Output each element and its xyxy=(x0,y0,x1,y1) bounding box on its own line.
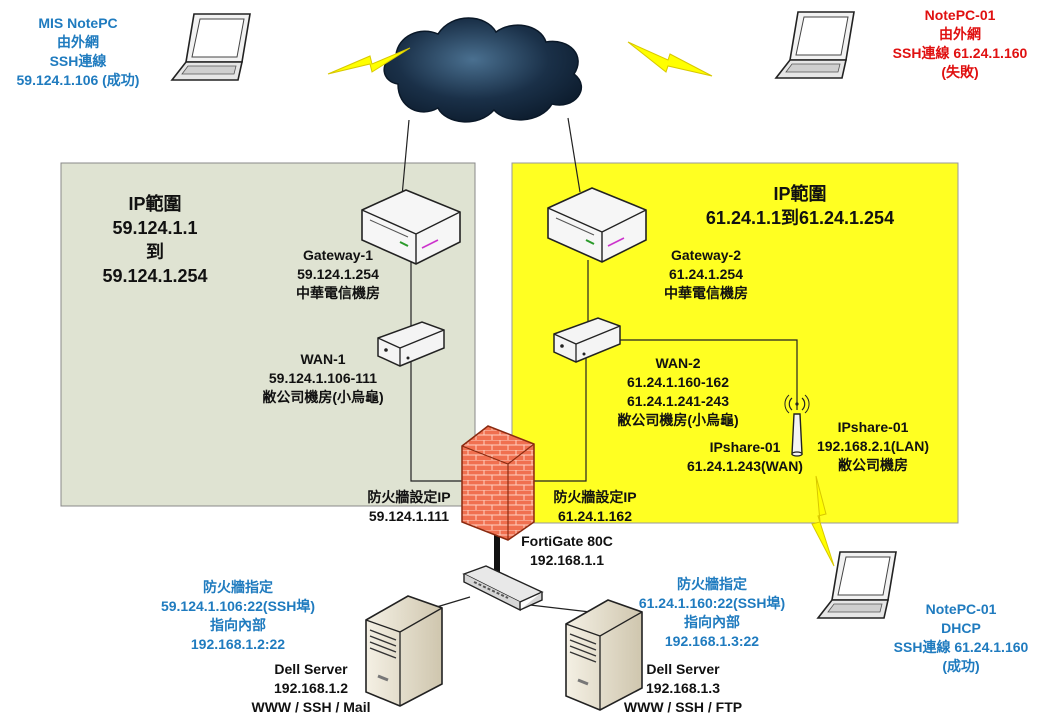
router-gateway1-icon xyxy=(361,189,461,265)
modem-wan1-icon xyxy=(377,321,445,367)
firewall-icon xyxy=(461,425,535,541)
wireless-ap-icon xyxy=(784,394,810,457)
cable-wan2-firewall xyxy=(530,354,587,482)
server-dell2-icon xyxy=(565,599,643,711)
cable-wan2-ipshare xyxy=(612,339,798,410)
laptop-dhcp-icon xyxy=(816,551,897,619)
cloud-icon xyxy=(383,17,582,123)
cable-switch-server2 xyxy=(529,604,591,613)
laptop-fail-icon xyxy=(774,11,855,79)
modem-wan2-icon xyxy=(553,317,621,363)
cable-firewall-switch xyxy=(494,520,500,572)
lightning-bottom-icon xyxy=(811,475,835,567)
server-dell1-icon xyxy=(365,595,443,707)
lightning-left-icon xyxy=(327,47,411,75)
cable-cloud-gateway1 xyxy=(401,119,410,197)
lightning-right-icon xyxy=(627,41,713,77)
router-gateway2-icon xyxy=(547,187,647,263)
cable-wan1-firewall xyxy=(410,362,470,482)
laptop-mis-icon xyxy=(170,13,251,81)
switch-icon xyxy=(462,565,544,612)
cable-cloud-gateway2 xyxy=(567,117,581,193)
